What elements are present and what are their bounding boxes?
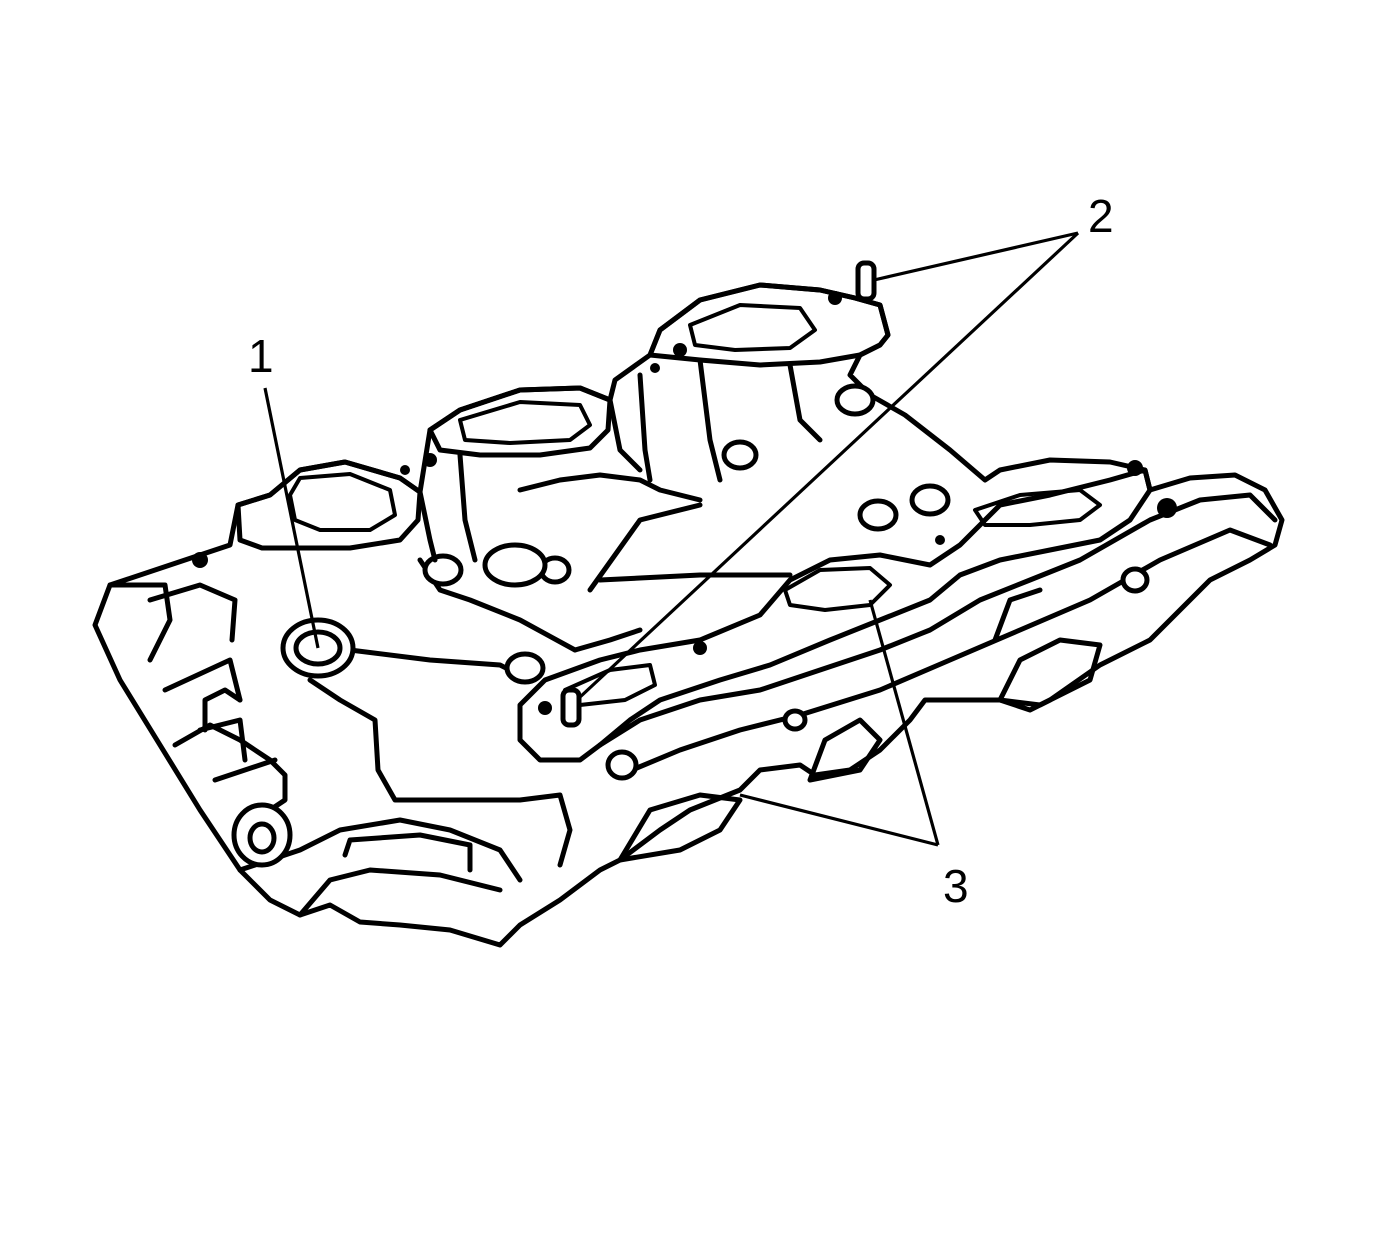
manifold-body bbox=[92, 282, 1285, 948]
callout-3-leader-front bbox=[868, 599, 940, 846]
callout-1-label: 1 bbox=[248, 330, 274, 382]
leader-lines bbox=[263, 231, 1080, 847]
callout-2-label: 2 bbox=[1088, 190, 1114, 242]
callout-3-label: 3 bbox=[943, 860, 969, 912]
rear-flange-row bbox=[235, 260, 891, 563]
callout-labels: 1 2 3 bbox=[248, 190, 1114, 912]
callout-2-leader-rear bbox=[873, 231, 1079, 282]
front-flange-row bbox=[192, 460, 1278, 863]
callout-3-leader-lower bbox=[739, 793, 939, 847]
callout-2-leader-front bbox=[577, 231, 1080, 700]
callout-1-leader bbox=[263, 387, 320, 649]
